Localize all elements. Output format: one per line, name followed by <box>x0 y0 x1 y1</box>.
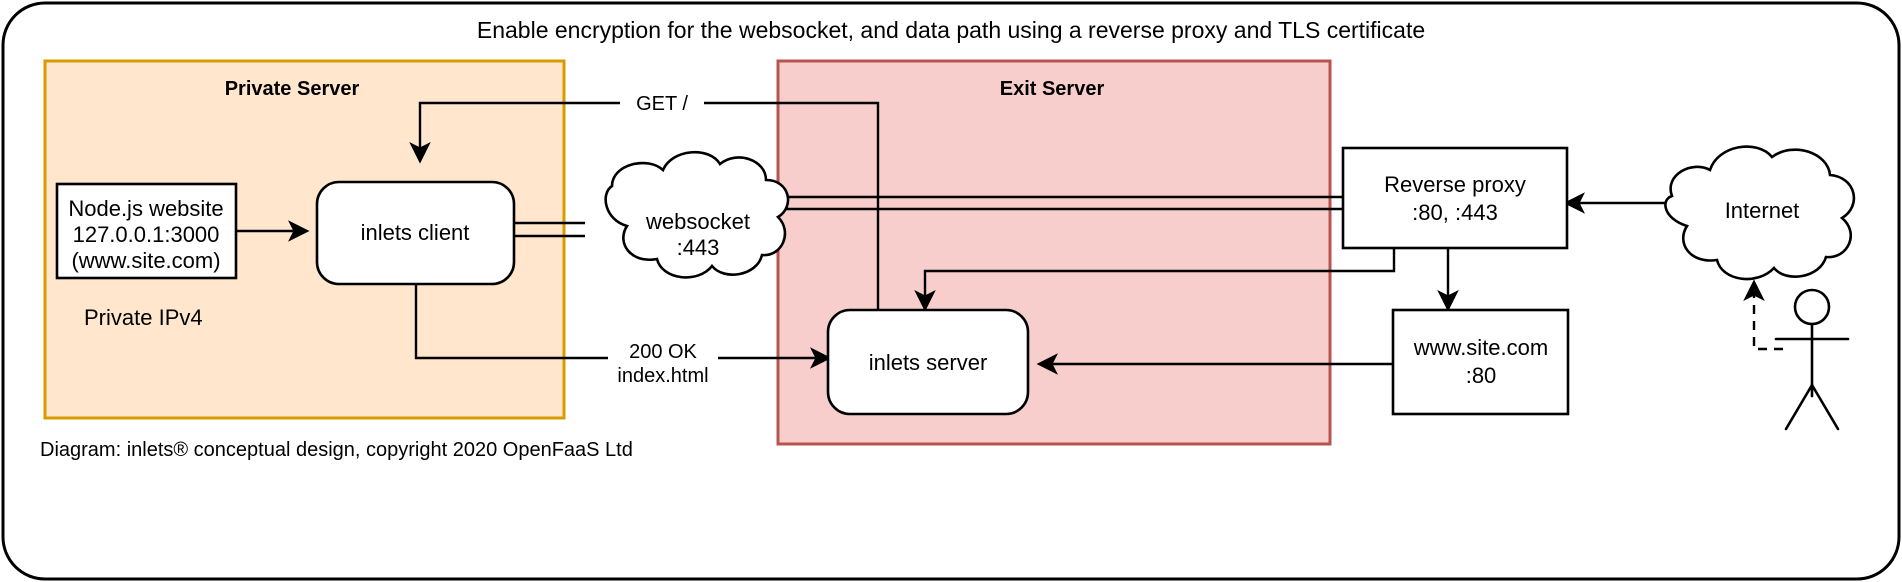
edge-user-to-internet <box>1743 279 1783 351</box>
page-title: Enable encryption for the websocket, and… <box>477 17 1425 43</box>
edge-client-tunnel <box>514 221 585 238</box>
zone-private-server-title: Private Server <box>225 78 360 100</box>
node-inlets-server-label: inlets server <box>869 350 988 375</box>
node-websocket-cloud[interactable]: websocket :443 <box>604 150 790 279</box>
node-inlets-client[interactable]: inlets client <box>315 180 516 286</box>
footer-note: Diagram: inlets® conceptual design, copy… <box>40 439 633 461</box>
node-site-origin[interactable]: www.site.com :80 <box>1391 308 1570 416</box>
node-user-actor[interactable] <box>1774 288 1850 431</box>
node-inlets-client-label: inlets client <box>361 220 470 245</box>
node-nodejs-website-line1: Node.js website <box>68 196 223 221</box>
node-websocket-cloud-line1: websocket <box>645 209 750 234</box>
edge-tunnel-to-proxy <box>737 195 1343 211</box>
user-actor-leg-right <box>1810 383 1840 431</box>
node-internet-cloud-label: Internet <box>1725 198 1800 223</box>
edge-response-label-line1: 200 OK <box>629 341 697 363</box>
edge-proxy-to-inlets-server <box>914 248 1396 312</box>
node-reverse-proxy[interactable]: Reverse proxy :80, :443 <box>1341 146 1569 250</box>
zone-exit-server-title: Exit Server <box>1000 78 1105 100</box>
node-reverse-proxy-line2: :80, :443 <box>1412 200 1498 225</box>
edge-response-label-line2: index.html <box>617 365 708 387</box>
node-nodejs-website[interactable]: Node.js website 127.0.0.1:3000 (www.site… <box>55 182 238 280</box>
node-reverse-proxy-line1: Reverse proxy <box>1384 172 1526 197</box>
node-site-origin-line1: www.site.com <box>1413 335 1548 360</box>
edge-response: 200 OK index.html <box>414 283 832 392</box>
node-nodejs-website-line3: (www.site.com) <box>71 248 220 273</box>
node-nodejs-website-line2: 127.0.0.1:3000 <box>73 222 220 247</box>
edge-get-request-label: GET / <box>636 93 688 115</box>
zone-private-server-free-label: Private IPv4 <box>84 305 203 330</box>
node-websocket-cloud-line2: :443 <box>677 235 720 260</box>
user-actor-leg-left <box>1784 383 1814 431</box>
node-inlets-server[interactable]: inlets server <box>826 308 1030 416</box>
node-site-origin-line2: :80 <box>1466 363 1497 388</box>
node-internet-cloud[interactable]: Internet <box>1664 145 1856 281</box>
edge-get-request: GET / <box>409 90 880 310</box>
